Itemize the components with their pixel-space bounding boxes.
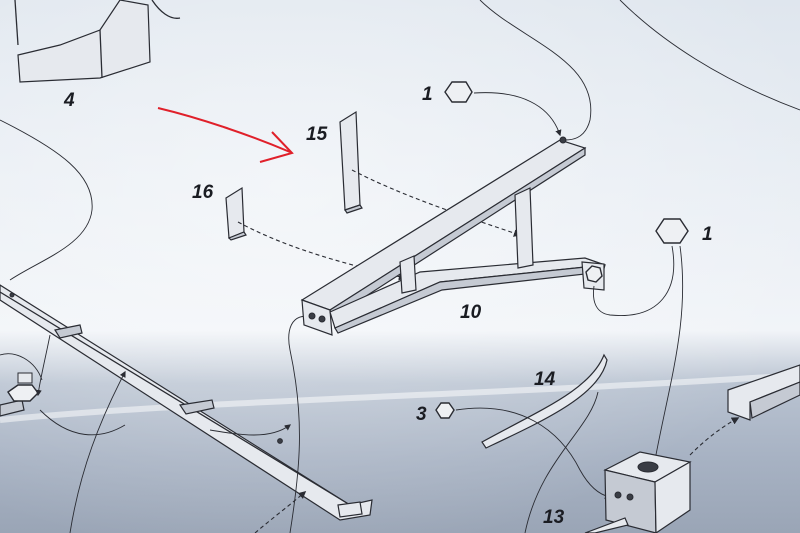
part-label-14: 14 xyxy=(534,369,556,390)
part-4-drawing xyxy=(14,0,181,83)
dashed-guide-15 xyxy=(351,169,522,237)
part-rail-right xyxy=(727,364,800,421)
bracket-left xyxy=(17,372,33,384)
part-label-4: 4 xyxy=(63,90,75,111)
part-rail-left xyxy=(0,284,373,521)
dashed-arrow-right-rail xyxy=(689,417,740,456)
curve-top-right xyxy=(479,0,592,141)
curve-left-mid xyxy=(0,353,43,381)
part-10-drawing xyxy=(300,136,606,336)
part-label-1-right: 1 xyxy=(702,224,713,245)
curve-left-lower xyxy=(39,409,126,436)
red-annotation-arrow xyxy=(157,107,294,163)
part-label-10: 10 xyxy=(460,302,482,323)
part-label-15: 15 xyxy=(306,124,328,145)
part-label-1-top: 1 xyxy=(422,84,433,105)
part-label-3: 3 xyxy=(416,404,427,425)
part-14-drawing xyxy=(481,353,608,449)
part-label-16: 16 xyxy=(192,182,214,203)
arrow-nut-3 xyxy=(455,407,612,500)
curve-center-low xyxy=(288,315,319,533)
arrow-to-rail-left xyxy=(35,334,51,397)
nut-1-right xyxy=(655,218,689,244)
nut-1-top xyxy=(444,81,473,103)
curve-far-right xyxy=(619,0,800,111)
part-label-13: 13 xyxy=(543,507,565,528)
curve-left-upper xyxy=(0,119,93,281)
arrow-nut-1-to-13 xyxy=(652,245,684,462)
part-13-drawing xyxy=(584,451,692,533)
curve-part-14 xyxy=(524,391,599,533)
part-15-drawing xyxy=(339,110,363,214)
part-16-drawing xyxy=(225,186,247,241)
arrow-up-rail xyxy=(69,370,126,533)
nut-3 xyxy=(435,402,455,419)
arrow-dashed-bottom xyxy=(254,490,307,533)
arrow-nut-1-top xyxy=(473,92,562,137)
arrow-to-rail-mid xyxy=(209,424,292,436)
arrow-nut-1-right xyxy=(593,245,675,316)
